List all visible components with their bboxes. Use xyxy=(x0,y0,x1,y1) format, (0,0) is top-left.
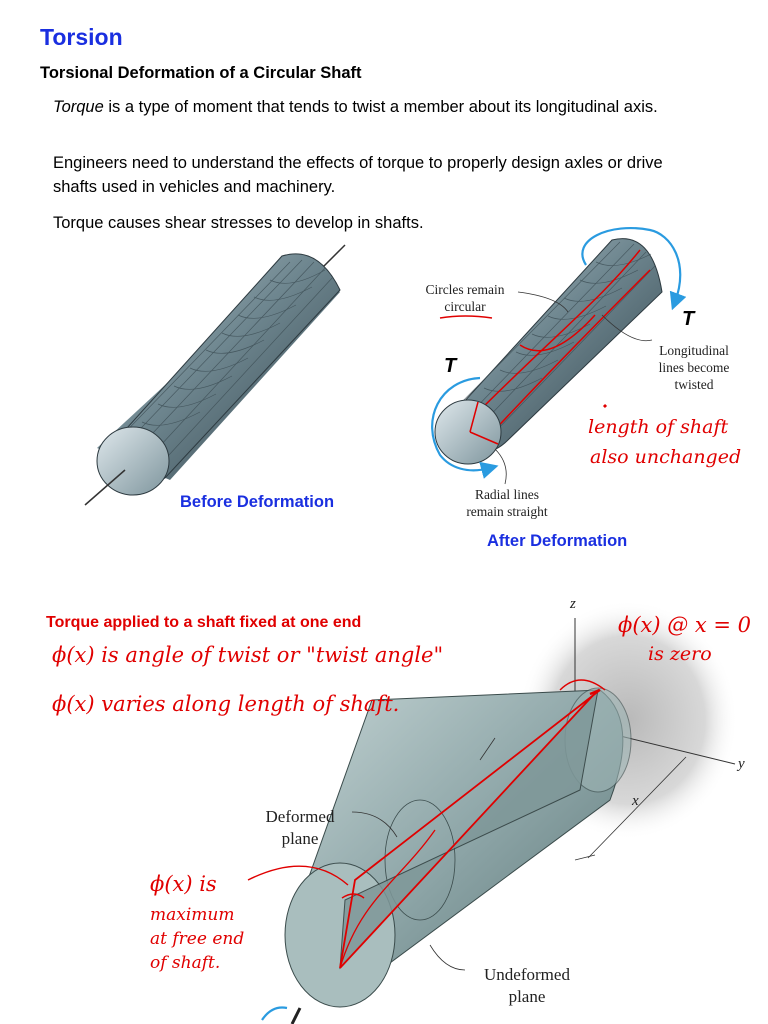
label-circles-remain-line-1: Circles remain xyxy=(425,282,505,297)
axis-label-y: y xyxy=(738,756,745,772)
axis-label-z: z xyxy=(570,596,576,612)
note-phi-max-1: ϕ(x) is xyxy=(150,872,217,896)
axis-label-x: x xyxy=(632,793,639,809)
label-radial-lines-line-1: Radial lines xyxy=(474,487,540,502)
label-longitudinal-line-3: twisted xyxy=(674,377,714,392)
note-phi-max-2: maximum xyxy=(150,905,235,925)
caption-before-deformation: Before Deformation xyxy=(180,493,335,511)
intro-paragraph-3: Torque causes shear stresses to develop … xyxy=(53,214,424,232)
bottom-heading: Torque applied to a shaft fixed at one e… xyxy=(46,614,362,631)
label-circles-remain-line-2: circular xyxy=(444,299,486,314)
label-longitudinal-line-1: Longitudinal xyxy=(659,343,729,358)
shaft-after-deformation xyxy=(431,227,687,485)
label-deformed-plane: Deformed plane xyxy=(250,806,350,850)
note-phi-max-3: at free end xyxy=(150,929,245,949)
label-radial-lines-line-2: remain straight xyxy=(466,504,548,519)
note-is-zero: is zero xyxy=(648,643,712,665)
label-undeformed-line-2: plane xyxy=(508,987,546,1006)
intro-paragraph-2: Engineers need to understand the effects… xyxy=(53,154,663,196)
intro-paragraph-1-text: is a type of moment that tends to twist … xyxy=(103,98,658,116)
label-circles-remain: Circles remain circular xyxy=(410,281,520,315)
label-undeformed-plane: Undeformed plane xyxy=(462,964,592,1008)
caption-after-deformation: After Deformation xyxy=(487,532,628,550)
label-radial-lines: Radial lines remain straight xyxy=(452,486,562,520)
page-title: Torsion xyxy=(40,24,123,50)
note-varies-along-length: ϕ(x) varies along length of shaft. xyxy=(52,692,400,716)
note-phi-max-4: of shaft. xyxy=(150,953,221,973)
torque-term: Torque xyxy=(53,98,104,116)
note-angle-of-twist: ϕ(x) is angle of twist or "twist angle" xyxy=(52,643,444,667)
section-subtitle: Torsional Deformation of a Circular Shaf… xyxy=(40,64,362,82)
note-phi-at-zero: ϕ(x) @ x = 0 xyxy=(618,613,752,637)
torque-symbol-left: T xyxy=(444,355,457,377)
label-deformed-line-2: plane xyxy=(281,829,319,848)
label-longitudinal-lines: Longitudinal lines become twisted xyxy=(644,342,744,393)
note-length-unchanged-2: also unchanged xyxy=(590,446,742,468)
label-deformed-line-1: Deformed xyxy=(265,807,335,826)
label-longitudinal-line-2: lines become xyxy=(658,360,730,375)
label-undeformed-line-1: Undeformed xyxy=(484,965,570,984)
intro-paragraph-1: Torque is a type of moment that tends to… xyxy=(53,95,673,119)
note-length-unchanged-1: length of shaft xyxy=(588,416,729,438)
shaft-fixed-end xyxy=(247,600,738,1024)
shaft-before-deformation xyxy=(84,244,346,506)
torque-symbol-right: T xyxy=(682,308,695,330)
